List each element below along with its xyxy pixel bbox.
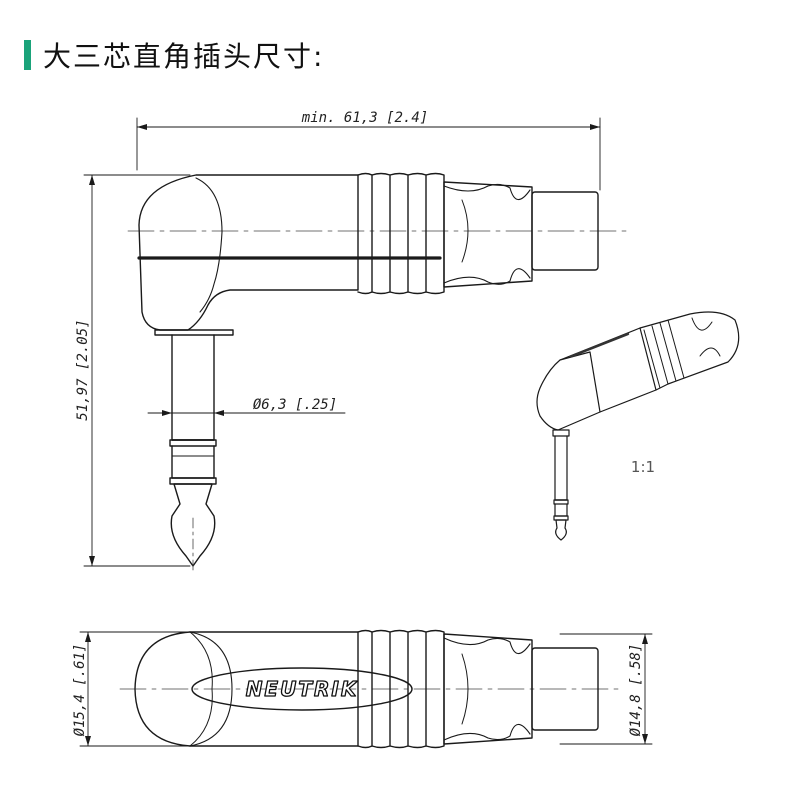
top-boot [443,633,533,745]
thumb-collar [552,429,570,437]
housing-contour [195,177,223,313]
boot-notch-top [443,183,531,201]
length-dimension-label: min. 61,3 [2.4] [301,110,428,126]
insulator-ring-1 [169,439,217,447]
shaft-sleeve [171,334,215,441]
side-view: min. 61,3 [2.4] 51,97 [2.05] Ø6,3 [.25] [75,110,629,571]
brand-oval [191,667,413,711]
page-title: 大三芯直角插头尺寸: [43,40,325,73]
thumb-housing [536,351,601,431]
thumb-boot [639,311,740,391]
shaft-collar [154,329,234,336]
title-accent-bar [24,40,31,70]
thumb-sleeve [554,435,568,501]
insulator-ring-2 [169,477,217,485]
body-diameter-label: Ø15,4 [.61] [72,644,88,737]
top-grip-rings [357,629,445,749]
boot [443,181,533,288]
ring-contact [171,445,215,479]
boot-inner-line [461,199,469,263]
height-dimension-label: 51,97 [2.05] [75,319,91,420]
top-view: NEUTRIK Ø15,4 [.61] Ø14,8 [.58] [72,629,653,749]
thumb-tip [555,519,567,541]
round-end [134,631,191,747]
grip-rings [357,172,445,295]
brand-label: NEUTRIK [246,677,359,701]
page-header: 大三芯直角插头尺寸: [24,38,325,73]
top-cable-end [531,647,599,731]
scale-label: 1:1 [631,458,655,476]
tip-contact [170,483,216,567]
right-angle-housing [138,174,359,331]
top-body [189,631,359,747]
tip-diameter-label: Ø6,3 [.25] [253,397,337,413]
perspective-thumbnail: 1:1 [536,311,740,541]
boot-notch-bottom [443,268,531,285]
cable-end [531,191,599,271]
boot-diameter-label: Ø14,8 [.58] [628,644,644,737]
